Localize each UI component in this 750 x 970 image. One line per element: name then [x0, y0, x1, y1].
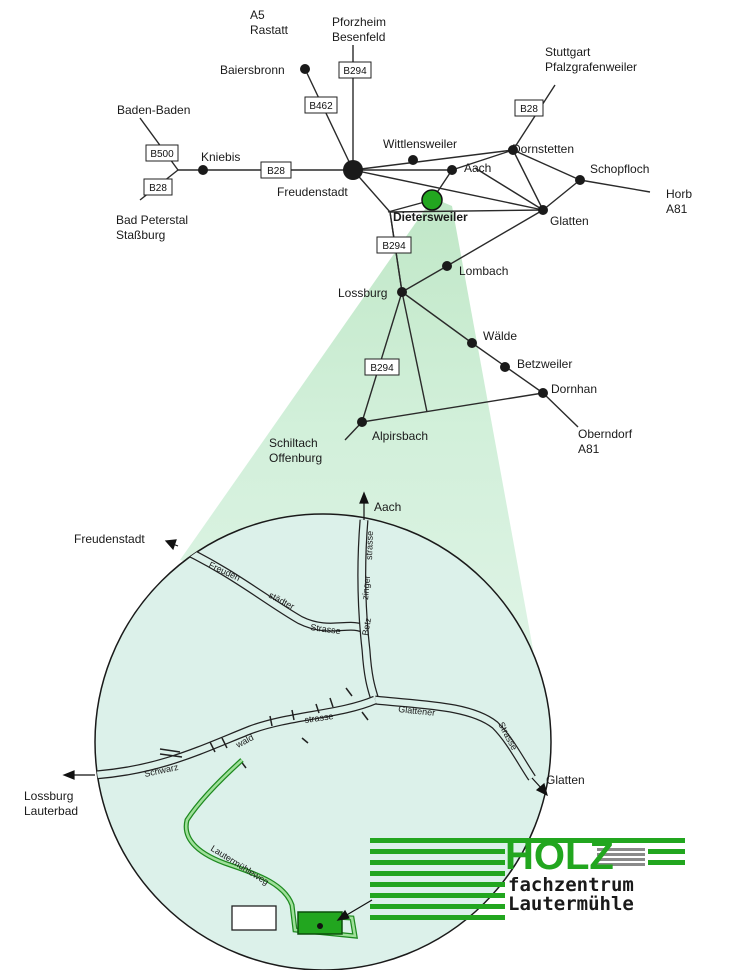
- town-besenfeld: Besenfeld: [332, 30, 385, 44]
- town-pfalzgrafenweiler: Pfalzgrafenweiler: [545, 60, 637, 74]
- holz-logo: HOLZ fachzentrum Lautermühle: [370, 834, 685, 920]
- town-dornstetten: Dornstetten: [512, 142, 574, 156]
- logo-stripes: [370, 838, 685, 920]
- town-a81-horb: A81: [666, 202, 688, 216]
- town-alpirsbach: Alpirsbach: [372, 429, 428, 443]
- town-offenburg: Offenburg: [269, 451, 322, 465]
- arrow-label-aach: Aach: [374, 500, 401, 514]
- building-outline: [231, 905, 277, 931]
- svg-text:B500: B500: [150, 149, 174, 160]
- route-box-b462: B462: [304, 96, 338, 114]
- route-box-b28-mid: B28: [260, 161, 292, 179]
- logo-grey-bars: [597, 848, 645, 866]
- svg-text:zinger: zinger: [360, 575, 372, 600]
- detail-map-roads: [95, 519, 536, 939]
- svg-text:strasse: strasse: [364, 531, 375, 560]
- svg-text:B294: B294: [370, 363, 394, 374]
- town-aach: Aach: [464, 161, 491, 175]
- town-schopfloch: Schopfloch: [590, 162, 649, 176]
- town-lossburg: Lossburg: [338, 286, 387, 300]
- town-labels: A5 Rastatt Pforzheim Besenfeld Stuttgart…: [116, 8, 692, 465]
- overview-dots: [198, 64, 585, 427]
- town-waelde: Wälde: [483, 329, 517, 343]
- svg-text:Strasse: Strasse: [310, 622, 342, 636]
- town-baden-baden: Baden-Baden: [117, 103, 190, 117]
- town-glatten: Glatten: [550, 214, 589, 228]
- town-freudenstadt: Freudenstadt: [277, 185, 348, 199]
- route-box-b294-mid: B294: [376, 236, 412, 254]
- logo-lautermuehle: Lautermühle: [508, 893, 634, 915]
- arrow-label-freudenstadt: Freudenstadt: [74, 532, 145, 546]
- route-box-b28-right: B28: [514, 99, 544, 117]
- town-dietersweiler: Dietersweiler: [393, 210, 468, 224]
- svg-text:B462: B462: [309, 101, 333, 112]
- svg-text:Glattener: Glattener: [398, 704, 436, 718]
- town-horb: Horb: [666, 187, 692, 201]
- logo-fachzentrum: fachzentrum: [508, 874, 634, 896]
- town-betzweiler: Betzweiler: [517, 357, 572, 371]
- route-box-b500: B500: [145, 144, 179, 162]
- town-baiersbronn: Baiersbronn: [220, 63, 285, 77]
- svg-text:B28: B28: [149, 183, 167, 194]
- logo-holz: HOLZ: [505, 834, 614, 878]
- detail-circle: [94, 513, 552, 970]
- town-oberndorf: Oberndorf: [578, 427, 633, 441]
- svg-text:strasse: strasse: [304, 711, 334, 725]
- logo-stripes-right: [648, 849, 685, 865]
- town-dornhan: Dornhan: [551, 382, 597, 396]
- svg-text:B294: B294: [343, 66, 367, 77]
- town-schiltach: Schiltach: [269, 436, 318, 450]
- town-a5: A5: [250, 8, 265, 22]
- town-stassburg: Staßburg: [116, 228, 165, 242]
- detail-arrow-labels: Aach Freudenstadt Glatten Lossburg Laute…: [24, 500, 585, 818]
- route-box-b294-top: B294: [338, 61, 372, 79]
- arrow-label-lauterbad: Lauterbad: [24, 804, 78, 818]
- town-rastatt: Rastatt: [250, 23, 289, 37]
- svg-text:Betz: Betz: [360, 616, 373, 636]
- town-stuttgart: Stuttgart: [545, 45, 591, 59]
- svg-text:B294: B294: [382, 241, 406, 252]
- town-wittlensweiler: Wittlensweiler: [383, 137, 457, 151]
- svg-text:B28: B28: [267, 166, 285, 177]
- arrow-label-glatten: Glatten: [546, 773, 585, 787]
- town-bad-peterstal: Bad Peterstal: [116, 213, 188, 227]
- town-kniebis: Kniebis: [201, 150, 240, 164]
- arrow-label-lossburg: Lossburg: [24, 789, 73, 803]
- town-pforzheim: Pforzheim: [332, 15, 386, 29]
- town-a81-oberndorf: A81: [578, 442, 600, 456]
- detail-arrows: [62, 491, 548, 921]
- dietersweiler-marker: [421, 189, 443, 211]
- svg-text:B28: B28: [520, 104, 538, 115]
- route-box-b294-low: B294: [364, 358, 400, 376]
- route-box-b28-left: B28: [143, 178, 173, 196]
- town-lombach: Lombach: [459, 264, 508, 278]
